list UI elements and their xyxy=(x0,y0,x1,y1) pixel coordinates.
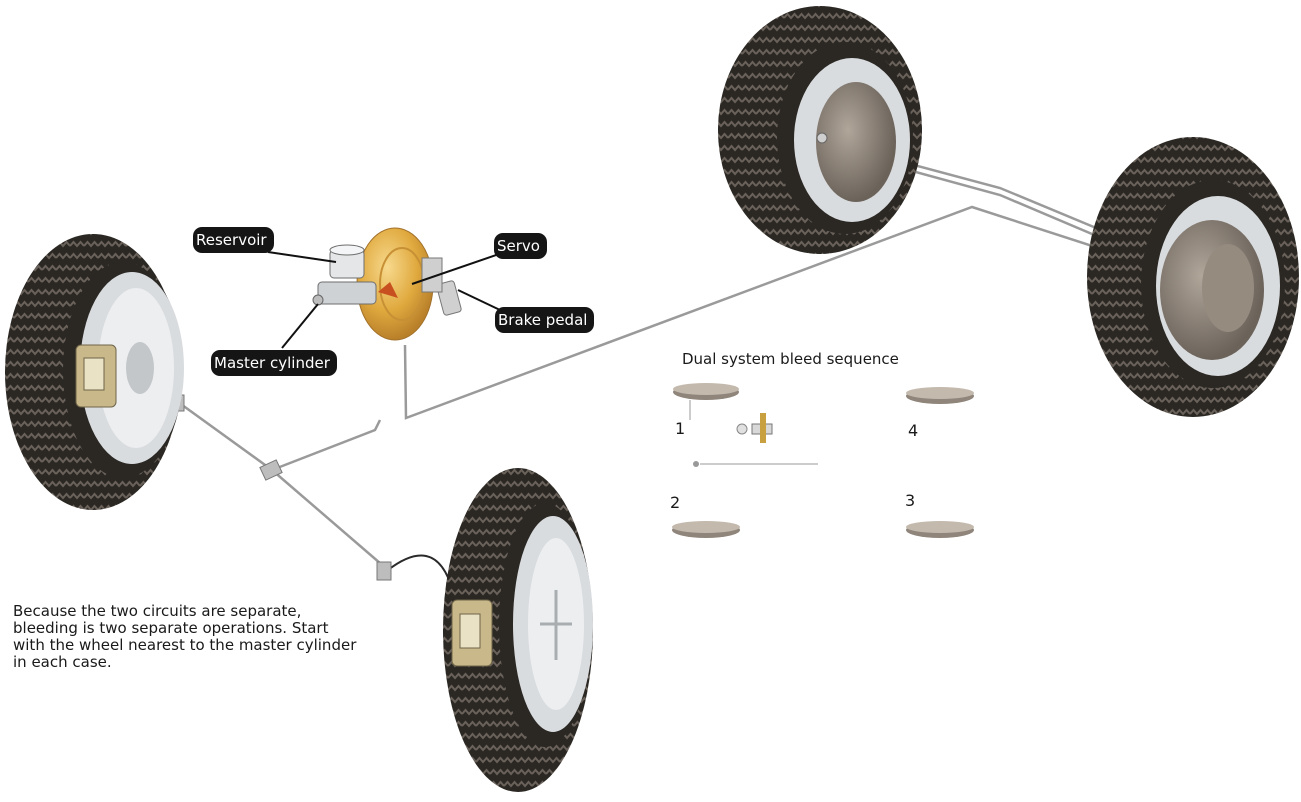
bleeding-note: Because the two circuits are separate, b… xyxy=(13,602,357,671)
pipe-union-front xyxy=(376,561,392,581)
sequence-wheel-4 xyxy=(906,387,974,404)
brake-pedal-label: Brake pedal xyxy=(495,307,595,333)
brake-servo-assembly xyxy=(312,227,462,341)
rear-left-wheel xyxy=(718,6,922,254)
rear-right-wheel xyxy=(1087,137,1299,417)
sequence-number-3: 3 xyxy=(905,491,916,510)
master-cylinder-label: Master cylinder xyxy=(211,350,337,376)
sequence-number-1: 1 xyxy=(675,419,686,438)
callout-leaders xyxy=(267,251,503,349)
sequence-wheel-1 xyxy=(673,383,739,400)
servo-label: Servo xyxy=(494,233,547,259)
sequence-number-4: 4 xyxy=(908,421,919,440)
sequence-servo-icon xyxy=(736,423,748,435)
front-left-wheel xyxy=(5,234,184,510)
sequence-wheel-2 xyxy=(672,521,740,538)
reservoir-label: Reservoir xyxy=(193,227,274,253)
master-cylinder-shape xyxy=(317,281,377,305)
bleed-sequence-title: Dual system bleed sequence xyxy=(682,350,899,368)
sequence-number-2: 2 xyxy=(670,493,681,512)
bleed-sequence-diagram xyxy=(672,383,974,538)
sequence-wheel-3 xyxy=(906,521,974,538)
front-right-wheel xyxy=(443,468,593,792)
brake-pedal-shape xyxy=(436,280,462,316)
pipe-junction xyxy=(259,459,283,481)
